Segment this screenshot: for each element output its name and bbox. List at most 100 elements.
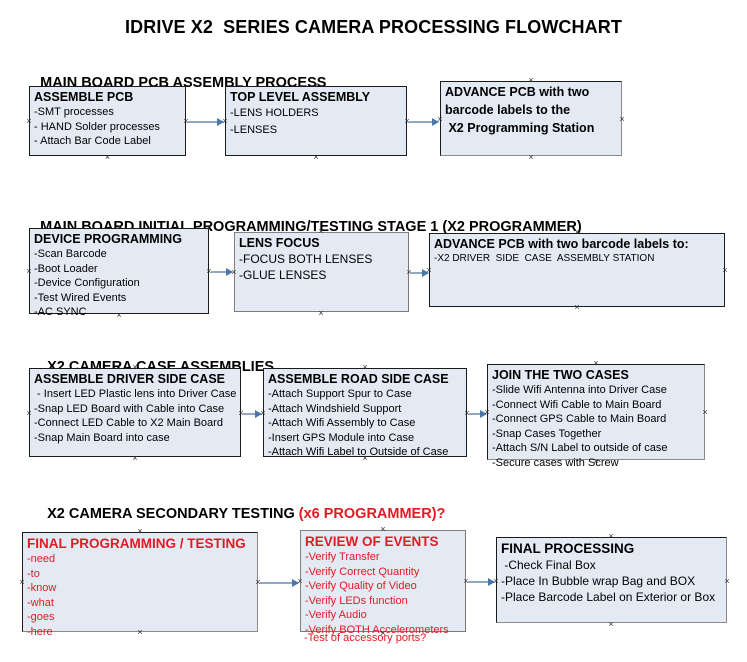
box-line: -Snap LED Board with Cable into Case <box>34 402 225 415</box>
box-line: -to <box>27 567 40 580</box>
arrowhead-icon <box>226 268 233 276</box>
box-overflow-line: -Test of accessory ports? <box>304 632 427 644</box>
box-top-level-assembly[interactable]: TOP LEVEL ASSEMBLY -LENS HOLDERS -LENSES <box>225 86 407 156</box>
box-device-programming[interactable]: DEVICE PROGRAMMING -Scan Barcode -Boot L… <box>29 228 209 318</box>
box-line: -Attach Support Spur to Case <box>268 388 412 400</box>
resize-handle-left[interactable] <box>222 118 229 125</box>
box-line: - HAND Solder processes <box>34 120 160 133</box>
connector-arrow <box>468 578 495 586</box>
box-line: -Scan Barcode <box>34 248 107 260</box>
resize-handle-top[interactable] <box>574 229 581 236</box>
connector-arrow <box>243 410 262 418</box>
resize-handle-left[interactable] <box>231 269 238 276</box>
resize-handle-top[interactable] <box>362 364 369 371</box>
resize-handle-left[interactable] <box>260 410 267 417</box>
box-line: -need <box>27 553 56 565</box>
box-line: -Verify LEDs function <box>305 594 408 607</box>
box-line: -Verify Audio <box>305 609 367 621</box>
resize-handle-top[interactable] <box>104 82 111 89</box>
box-assemble-driver-side-case[interactable]: ASSEMBLE DRIVER SIDE CASE - Insert LED P… <box>29 368 241 457</box>
box-line: barcode labels to the <box>445 103 571 117</box>
box-line: -Connect LED Cable to X2 Main Board <box>34 417 223 429</box>
box-line: -Boot Loader <box>34 262 98 275</box>
box-final-processing[interactable]: FINAL PROCESSING -Check Final Box -Place… <box>496 537 727 623</box>
box-lens-focus[interactable]: LENS FOCUS -FOCUS BOTH LENSES -GLUE LENS… <box>234 232 409 312</box>
box-line: -Connect Wifi Cable to Main Board <box>492 398 662 411</box>
box-line: -FOCUS BOTH LENSES <box>239 252 373 266</box>
resize-handle-bottom[interactable] <box>137 629 144 636</box>
box-line: -goes <box>27 611 55 623</box>
resize-handle-bottom[interactable] <box>318 310 325 317</box>
resize-handle-right[interactable] <box>724 578 731 585</box>
box-line: -Attach S/N Label to outside of case <box>492 442 668 454</box>
resize-handle-top[interactable] <box>608 533 615 540</box>
box-advance-pcb-to-driver-side-case-assembly[interactable]: ADVANCE PCB with two barcode labels to: … <box>429 233 725 307</box>
section-heading-accent: (x6 PROGRAMMER)? <box>298 506 446 522</box>
resize-handle-bottom[interactable] <box>104 154 111 161</box>
box-title: ADVANCE PCB with two barcode labels to: <box>434 237 689 251</box>
box-line: -Device Configuration <box>34 277 140 289</box>
resize-handle-top[interactable] <box>593 360 600 367</box>
arrowhead-icon <box>432 118 439 126</box>
resize-handle-bottom[interactable] <box>593 458 600 465</box>
resize-handle-left[interactable] <box>437 116 444 123</box>
resize-handle-top[interactable] <box>132 364 139 371</box>
connector-arrow <box>188 118 224 126</box>
resize-handle-top[interactable] <box>318 228 325 235</box>
resize-handle-bottom[interactable] <box>362 455 369 462</box>
resize-handle-left[interactable] <box>297 578 304 585</box>
box-line: X2 Programming Station <box>445 121 595 135</box>
box-line: -Insert GPS Module into Case <box>268 431 415 444</box>
box-assemble-pcb[interactable]: ASSEMBLE PCB -SMT processes - HAND Solde… <box>29 86 186 156</box>
box-title: ADVANCE PCB with two <box>445 85 590 99</box>
connector-arrow <box>211 268 233 276</box>
resize-handle-bottom[interactable] <box>608 621 615 628</box>
resize-handle-bottom[interactable] <box>574 304 581 311</box>
resize-handle-right[interactable] <box>619 116 626 123</box>
box-line: -AC SYNC <box>34 306 87 318</box>
arrowhead-icon <box>217 118 224 126</box>
box-title: DEVICE PROGRAMMING <box>34 232 182 246</box>
box-join-the-two-cases[interactable]: JOIN THE TWO CASES -Slide Wifi Antenna i… <box>487 364 705 469</box>
resize-handle-top[interactable] <box>137 528 144 535</box>
resize-handle-bottom[interactable] <box>528 154 535 161</box>
resize-handle-right[interactable] <box>702 409 709 416</box>
resize-handle-left[interactable] <box>26 118 33 125</box>
resize-handle-top[interactable] <box>380 526 387 533</box>
resize-handle-bottom[interactable] <box>313 154 320 161</box>
resize-handle-top[interactable] <box>528 77 535 84</box>
box-line: -Attach Windshield Support <box>268 402 402 415</box>
resize-handle-bottom[interactable] <box>116 312 123 319</box>
resize-handle-top[interactable] <box>313 82 320 89</box>
connector-arrow <box>409 118 439 126</box>
box-line: - Insert LED Plastic lens into Driver Ca… <box>34 388 237 400</box>
resize-handle-bottom[interactable] <box>380 630 387 637</box>
resize-handle-left[interactable] <box>26 410 33 417</box>
box-line: -LENS HOLDERS <box>230 107 319 119</box>
box-line: -what <box>27 596 54 609</box>
resize-handle-bottom[interactable] <box>132 455 139 462</box>
box-line: -GLUE LENSES <box>239 268 327 282</box>
box-line: -Test Wired Events <box>34 291 127 304</box>
box-review-of-events[interactable]: REVIEW OF EVENTS -Verify Transfer -Verif… <box>300 530 466 636</box>
resize-handle-right[interactable] <box>722 267 729 274</box>
arrowhead-icon <box>255 410 262 418</box>
resize-handle-left[interactable] <box>26 268 33 275</box>
resize-handle-top[interactable] <box>116 224 123 231</box>
box-title: FINAL PROCESSING <box>501 541 635 556</box>
resize-handle-left[interactable] <box>19 579 26 586</box>
box-line: -Verify Correct Quantity <box>305 565 420 578</box>
resize-handle-left[interactable] <box>484 409 491 416</box>
box-line: -Attach Wifi Label to Outside of Case <box>268 446 449 458</box>
box-final-programming-testing[interactable]: FINAL PROGRAMMING / TESTING -need -to -k… <box>22 532 258 638</box>
connector-arrow <box>260 579 299 587</box>
box-line: - Attach Bar Code Label <box>34 135 151 147</box>
box-assemble-road-side-case[interactable]: ASSEMBLE ROAD SIDE CASE -Attach Support … <box>263 368 467 458</box>
resize-handle-left[interactable] <box>426 267 433 274</box>
box-line: -Connect GPS Cable to Main Board <box>492 413 667 425</box>
resize-handle-left[interactable] <box>493 578 500 585</box>
box-title: LENS FOCUS <box>239 236 320 250</box>
box-line: -X2 DRIVER SIDE CASE ASSEMBLY STATION <box>434 253 655 264</box>
box-advance-pcb-to-x2-programming-station[interactable]: ADVANCE PCB with two barcode labels to t… <box>440 81 622 156</box>
section-heading-x2-camera-secondary-testing: X2 CAMERA SECONDARY TESTING (x6 PROGRAMM… <box>31 490 445 538</box>
